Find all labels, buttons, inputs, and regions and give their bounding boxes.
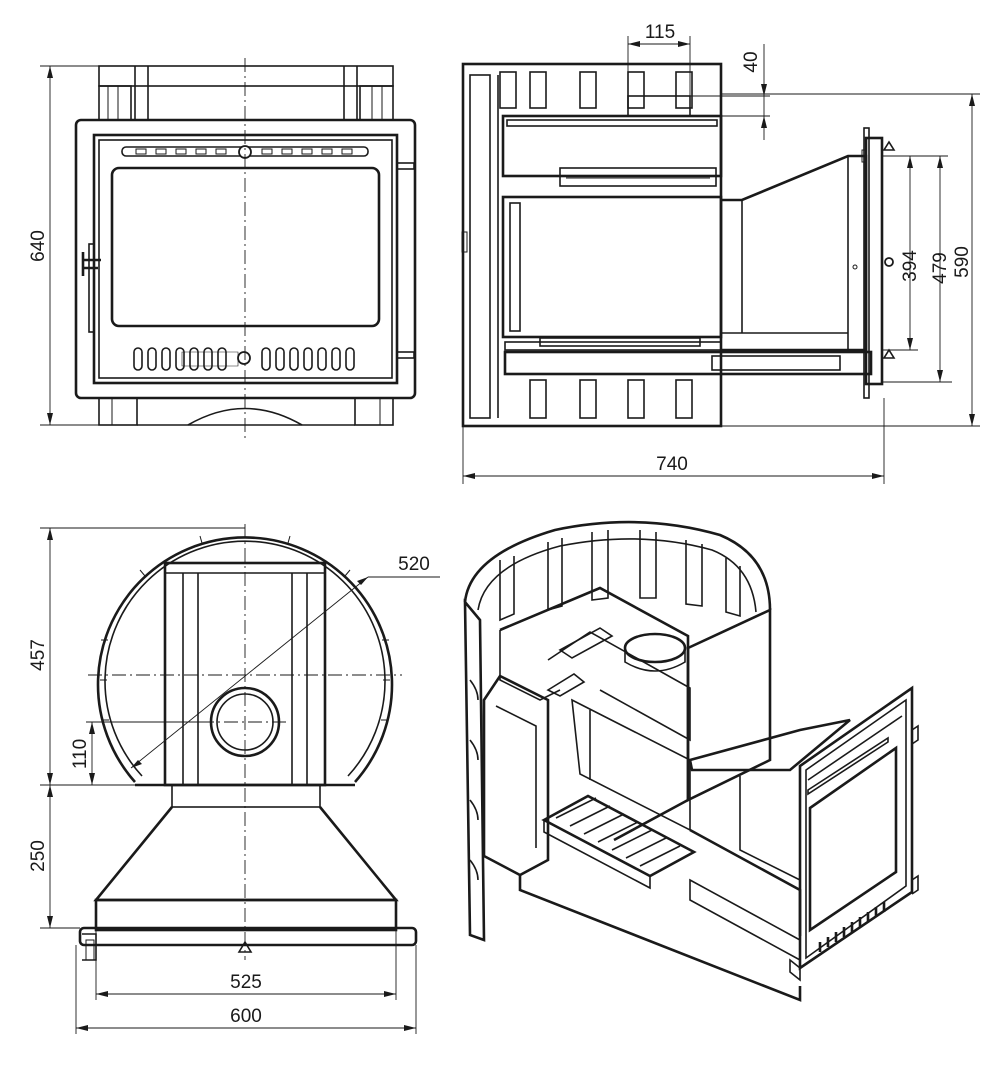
dim-top-diameter: 520: [398, 554, 430, 575]
dim-top-total-width: 600: [230, 1006, 262, 1027]
top-ribs: [499, 71, 693, 117]
dim-side-top-gap: 40: [741, 51, 762, 72]
grate: [541, 794, 697, 890]
dim-top-tunnel: 250: [28, 840, 49, 872]
side-view: 115 40 394 479 590 740: [461, 22, 980, 484]
dim-side-total-height: 590: [952, 246, 973, 278]
dim-top-door-width: 525: [230, 972, 262, 993]
dim-top-offset: 110: [70, 739, 91, 769]
top-view: 520 457 110 250 525 600: [28, 524, 440, 1034]
shell-ribs: [499, 530, 741, 622]
dim-side-door-inner: 394: [900, 250, 921, 282]
door-vents: [818, 902, 886, 952]
front-view: 640: [28, 58, 417, 438]
dim-top-depth: 457: [28, 639, 49, 671]
dim-front-height: 640: [28, 230, 49, 262]
dim-side-door-outer: 479: [930, 252, 951, 284]
bottom-ribs: [529, 379, 693, 419]
lower-air-vents: [133, 347, 355, 371]
dim-side-total-depth: 740: [656, 454, 688, 475]
isometric-view: [463, 520, 919, 1002]
top-air-slots: [135, 148, 353, 155]
shell-rib-ticks: [100, 535, 390, 721]
dim-side-top-width: 115: [645, 22, 675, 43]
